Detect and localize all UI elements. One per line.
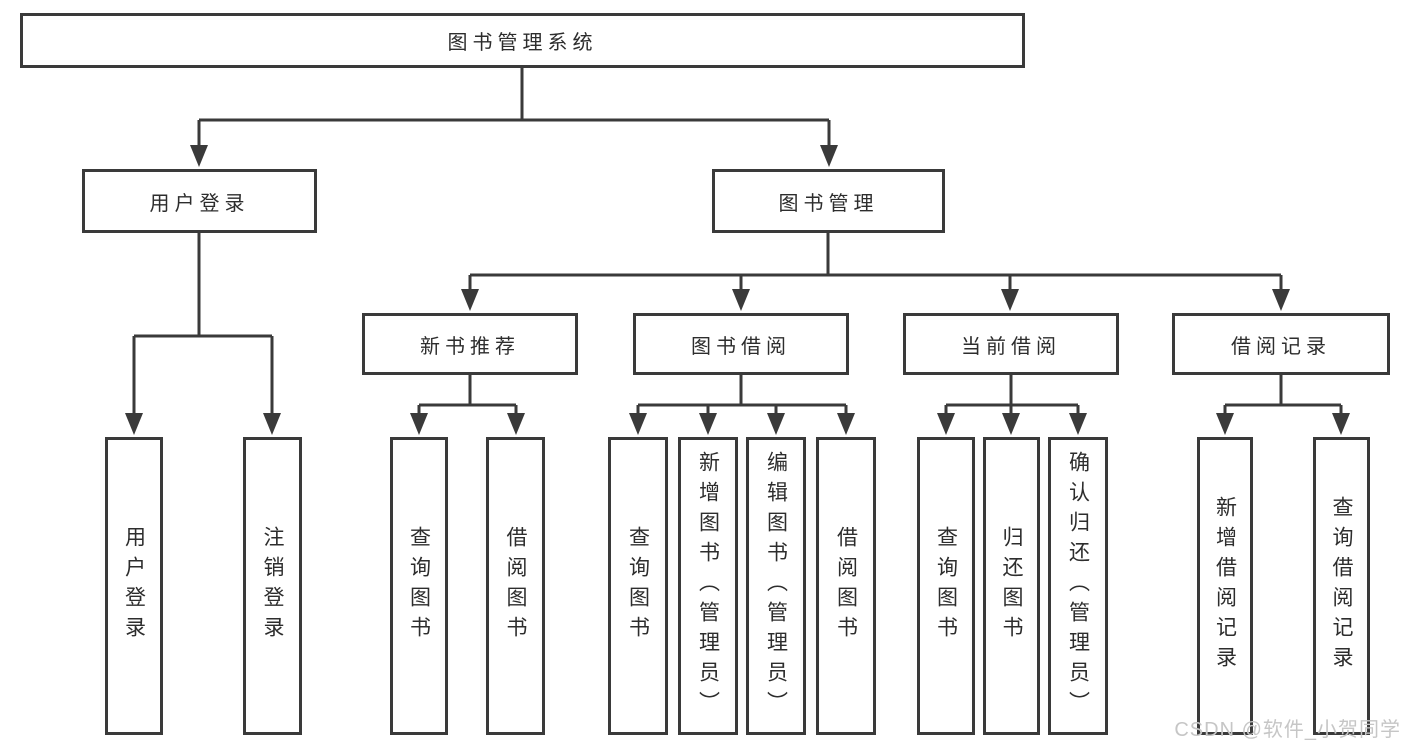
node-book-management-branch: 图书管理 xyxy=(712,169,945,233)
leaf-record-query-label: 查询借阅记录 xyxy=(1330,496,1353,676)
leaf-newbook-query: 查询图书 xyxy=(390,437,448,735)
leaf-current-return-label: 归还图书 xyxy=(1000,526,1023,646)
leaf-borrow-add-book-label: 新增图书（管理员） xyxy=(696,451,720,721)
arrow-into-book-management xyxy=(820,145,838,167)
arrow-into-leaf-user-login xyxy=(125,413,143,435)
arrow-into-leaf-record-query xyxy=(1332,413,1350,435)
connector-userlogin-to-leaves xyxy=(132,233,274,418)
node-borrow-record-label: 借阅记录 xyxy=(1231,335,1331,358)
node-borrow-record: 借阅记录 xyxy=(1172,313,1390,375)
node-current-borrow: 当前借阅 xyxy=(903,313,1119,375)
node-root-library-system: 图书管理系统 xyxy=(20,13,1025,68)
node-new-book-recommend: 新书推荐 xyxy=(362,313,578,375)
arrow-into-leaf-newbook-borrow xyxy=(507,413,525,435)
connector-current-to-leaves xyxy=(944,375,1080,418)
arrow-into-leaf-borrow-edit xyxy=(767,413,785,435)
connector-bookmgmt-to-level3 xyxy=(468,233,1283,294)
arrow-into-leaf-borrow-borrow xyxy=(837,413,855,435)
arrow-into-leaf-record-add xyxy=(1216,413,1234,435)
arrow-into-leaf-borrow-query xyxy=(629,413,647,435)
node-current-borrow-label: 当前借阅 xyxy=(961,335,1061,358)
connector-borrow-to-leaves xyxy=(636,375,848,418)
connector-newbook-to-leaves xyxy=(417,375,518,418)
connector-record-to-leaves xyxy=(1223,375,1343,418)
leaf-current-confirm-return: 确认归还（管理员） xyxy=(1048,437,1108,735)
leaf-newbook-borrow: 借阅图书 xyxy=(486,437,545,735)
leaf-user-login-label: 用户登录 xyxy=(122,526,146,646)
node-book-management-branch-label: 图书管理 xyxy=(778,192,879,215)
leaf-record-add-label: 新增借阅记录 xyxy=(1213,496,1237,676)
node-book-borrow: 图书借阅 xyxy=(633,313,849,375)
leaf-borrow-borrow-book: 借阅图书 xyxy=(816,437,876,735)
arrow-into-leaf-newbook-query xyxy=(410,413,428,435)
leaf-logout-label: 注销登录 xyxy=(261,526,284,646)
leaf-current-query: 查询图书 xyxy=(917,437,975,735)
leaf-user-login: 用户登录 xyxy=(105,437,163,735)
leaf-borrow-query-label: 查询图书 xyxy=(626,526,650,646)
node-root-label: 图书管理系统 xyxy=(447,32,598,54)
leaf-borrow-add-book: 新增图书（管理员） xyxy=(678,437,738,735)
arrow-into-borrow-record xyxy=(1272,289,1290,311)
leaf-borrow-borrow-book-label: 借阅图书 xyxy=(834,526,858,646)
leaf-logout: 注销登录 xyxy=(243,437,302,735)
leaf-borrow-edit-book-label: 编辑图书（管理员） xyxy=(764,451,788,721)
arrow-into-leaf-current-query xyxy=(937,413,955,435)
leaf-newbook-borrow-label: 借阅图书 xyxy=(504,526,527,646)
node-user-login-branch-label: 用户登录 xyxy=(149,192,250,215)
arrow-into-leaf-borrow-add xyxy=(699,413,717,435)
leaf-current-confirm-return-label: 确认归还（管理员） xyxy=(1066,451,1090,721)
leaf-record-query: 查询借阅记录 xyxy=(1313,437,1370,735)
leaf-borrow-edit-book: 编辑图书（管理员） xyxy=(746,437,806,735)
arrow-into-current-borrow xyxy=(1001,289,1019,311)
connector-root-to-level2 xyxy=(197,68,831,150)
arrow-into-book-borrow xyxy=(732,289,750,311)
leaf-newbook-query-label: 查询图书 xyxy=(407,526,431,646)
leaf-current-return: 归还图书 xyxy=(983,437,1040,735)
arrow-into-user-login xyxy=(190,145,208,167)
node-book-borrow-label: 图书借阅 xyxy=(691,335,791,358)
node-user-login-branch: 用户登录 xyxy=(82,169,317,233)
leaf-record-add: 新增借阅记录 xyxy=(1197,437,1253,735)
leaf-current-query-label: 查询图书 xyxy=(934,526,958,646)
leaf-borrow-query: 查询图书 xyxy=(608,437,668,735)
arrow-into-leaf-current-confirm xyxy=(1069,413,1087,435)
arrow-into-new-book-recommend xyxy=(461,289,479,311)
csdn-watermark: CSDN @软件_小贺同学 xyxy=(1174,719,1401,741)
arrow-into-leaf-logout xyxy=(263,413,281,435)
arrow-into-leaf-current-return xyxy=(1002,413,1020,435)
node-new-book-recommend-label: 新书推荐 xyxy=(420,335,520,358)
